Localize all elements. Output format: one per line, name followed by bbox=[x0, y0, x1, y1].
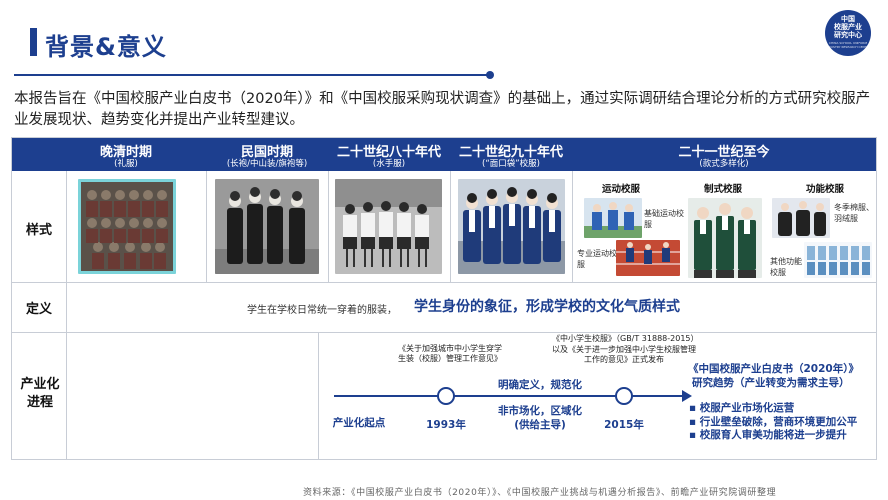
trend-bullet: ▪ 校服育人审美功能将进一步提升 bbox=[689, 429, 847, 441]
1980s-photo bbox=[335, 179, 442, 274]
row-label-definition: 定义 bbox=[25, 302, 52, 317]
grid-line bbox=[572, 171, 573, 282]
other-functional-photo-graphic bbox=[804, 242, 872, 278]
functional-uniform-heading: 功能校服 bbox=[806, 184, 845, 195]
logo-line-1: 中国 bbox=[841, 15, 855, 23]
stage-non-market: 非市场化，区域化 bbox=[498, 405, 582, 417]
grid-line bbox=[328, 171, 329, 282]
divider-line bbox=[14, 74, 490, 76]
winter-coat-photo bbox=[772, 198, 830, 238]
pro-sport-photo-graphic bbox=[616, 240, 680, 276]
table-header: 晚清时期 (礼服) 民国时期 (长袍/中山装/旗袍等) 二十世纪八十年代 (水手… bbox=[12, 138, 876, 171]
other-functional-photo bbox=[804, 242, 872, 278]
header-republic: 民国时期 (长袍/中山装/旗袍等) bbox=[206, 138, 328, 171]
definition-text: 学生在学校日常统一穿着的服装， bbox=[247, 305, 397, 316]
stage-standardize: 明确定义，规范化 bbox=[498, 379, 582, 391]
grid-line bbox=[450, 171, 451, 282]
header-sub: (款式多样化) bbox=[699, 159, 749, 169]
pro-sport-photo bbox=[616, 240, 680, 276]
timeline-doc-2015-a: 《中小学生校服》（GB/T 31888-2015） bbox=[552, 334, 699, 343]
formal-uniform-heading: 制式校服 bbox=[704, 184, 743, 195]
divider-dot bbox=[486, 71, 494, 79]
winter-coat-label: 冬季棉服、羽绒服 bbox=[834, 203, 874, 223]
1980s-photo-graphic bbox=[335, 179, 442, 274]
row-label-industry: 产业化进程 bbox=[20, 377, 60, 410]
grid-line bbox=[12, 282, 876, 283]
definition-highlight: 学生身份的象征，形成学校的文化气质样式 bbox=[414, 299, 680, 315]
other-functional-label: 其他功能校服 bbox=[770, 257, 802, 277]
grid-line bbox=[12, 332, 876, 333]
late-qing-photo bbox=[78, 179, 176, 274]
sport-uniform-heading: 运动校服 bbox=[602, 184, 641, 195]
timeline-doc-2015-b: 以及《关于进一步加强中小学生校服管理工作的意见》正式发布 bbox=[552, 345, 696, 364]
logo-line-3: 研究中心 bbox=[834, 31, 862, 39]
header-title: 晚清时期 bbox=[99, 145, 152, 160]
year-1993: 1993年 bbox=[426, 419, 466, 431]
timeline-doc-1993: 《关于加强城市中小学生穿学生装（校服）管理工作意见》 bbox=[398, 344, 502, 363]
stage-supply-led: (供给主导) bbox=[514, 419, 566, 431]
row-label-style: 样式 bbox=[25, 223, 52, 238]
header-1980s: 二十世纪八十年代 (水手服) bbox=[328, 138, 450, 171]
title-accent-bar bbox=[30, 28, 37, 56]
header-title: 二十世纪九十年代 bbox=[458, 145, 563, 160]
logo-line-2: 校服产业 bbox=[834, 23, 862, 31]
header-title: 二十一世纪至今 bbox=[678, 145, 770, 160]
trend-bullet: ▪ 行业壁垒破除，营商环境更加公平 bbox=[689, 415, 858, 428]
header-sub: (礼服) bbox=[114, 159, 138, 169]
formal-uniform-photo bbox=[688, 198, 762, 278]
industrialization-start: 产业化起点 bbox=[332, 417, 386, 429]
intro-paragraph: 本报告旨在《中国校服产业白皮书（2020年）》和《中国校服采购现状调查》的基础上… bbox=[14, 91, 871, 128]
whitepaper-trend: 研究趋势（产业转变为需求主导） bbox=[692, 377, 850, 389]
year-2015: 2015年 bbox=[604, 419, 644, 431]
basic-sport-photo bbox=[584, 198, 642, 238]
trend-bullet: ▪ 校服产业市场化运营 bbox=[689, 402, 795, 414]
history-table: 晚清时期 (礼服) 民国时期 (长袍/中山装/旗袍等) 二十世纪八十年代 (水手… bbox=[11, 137, 877, 460]
header-1990s: 二十世纪九十年代 (“面口袋”校服) bbox=[450, 138, 572, 171]
header-title: 民国时期 bbox=[240, 145, 293, 160]
formal-uniform-photo-graphic bbox=[688, 198, 762, 278]
grid-line bbox=[206, 171, 207, 282]
header-title: 二十世纪八十年代 bbox=[336, 145, 441, 160]
source-note: 资料来源：《中国校服产业白皮书（2020年）》、《中国校服产业挑战与机遇分析报告… bbox=[303, 488, 777, 498]
1990s-photo bbox=[458, 179, 565, 274]
header-sub: (长袍/中山装/旗袍等) bbox=[226, 159, 308, 169]
pro-sport-label: 专业运动校服 bbox=[577, 249, 617, 269]
whitepaper-title: 《中国校服产业白皮书（2020年）》 bbox=[688, 363, 859, 375]
grid-line bbox=[318, 332, 319, 459]
header-sub: (“面口袋”校服) bbox=[482, 159, 540, 169]
winter-coat-photo-graphic bbox=[772, 198, 830, 238]
header-21st-century: 二十一世纪至今 (款式多样化) bbox=[572, 138, 876, 171]
basic-sport-photo-graphic bbox=[584, 198, 642, 238]
page-title: 背景&意义 bbox=[45, 33, 167, 61]
industry-timeline-line bbox=[334, 387, 692, 405]
header-sub: (水手服) bbox=[372, 159, 406, 169]
1990s-photo-graphic bbox=[458, 179, 565, 274]
trend-bullets: ▪ 校服产业市场化运营 ▪ 行业壁垒破除，营商环境更加公平 ▪ 校服育人审美功能… bbox=[689, 402, 857, 443]
header-late-qing: 晚清时期 (礼服) bbox=[66, 138, 186, 171]
logo-line-small: CHINA SCHOOL UNIFORM INDUSTRY RESEARCH C… bbox=[825, 41, 871, 49]
republic-era-photo bbox=[215, 179, 319, 274]
research-center-logo: 中国 校服产业 研究中心 CHINA SCHOOL UNIFORM INDUST… bbox=[825, 10, 871, 56]
basic-sport-label: 基础运动校服 bbox=[644, 209, 684, 229]
grid-line bbox=[66, 171, 67, 459]
republic-era-photo-graphic bbox=[215, 179, 319, 274]
late-qing-photo-graphic bbox=[78, 179, 176, 274]
